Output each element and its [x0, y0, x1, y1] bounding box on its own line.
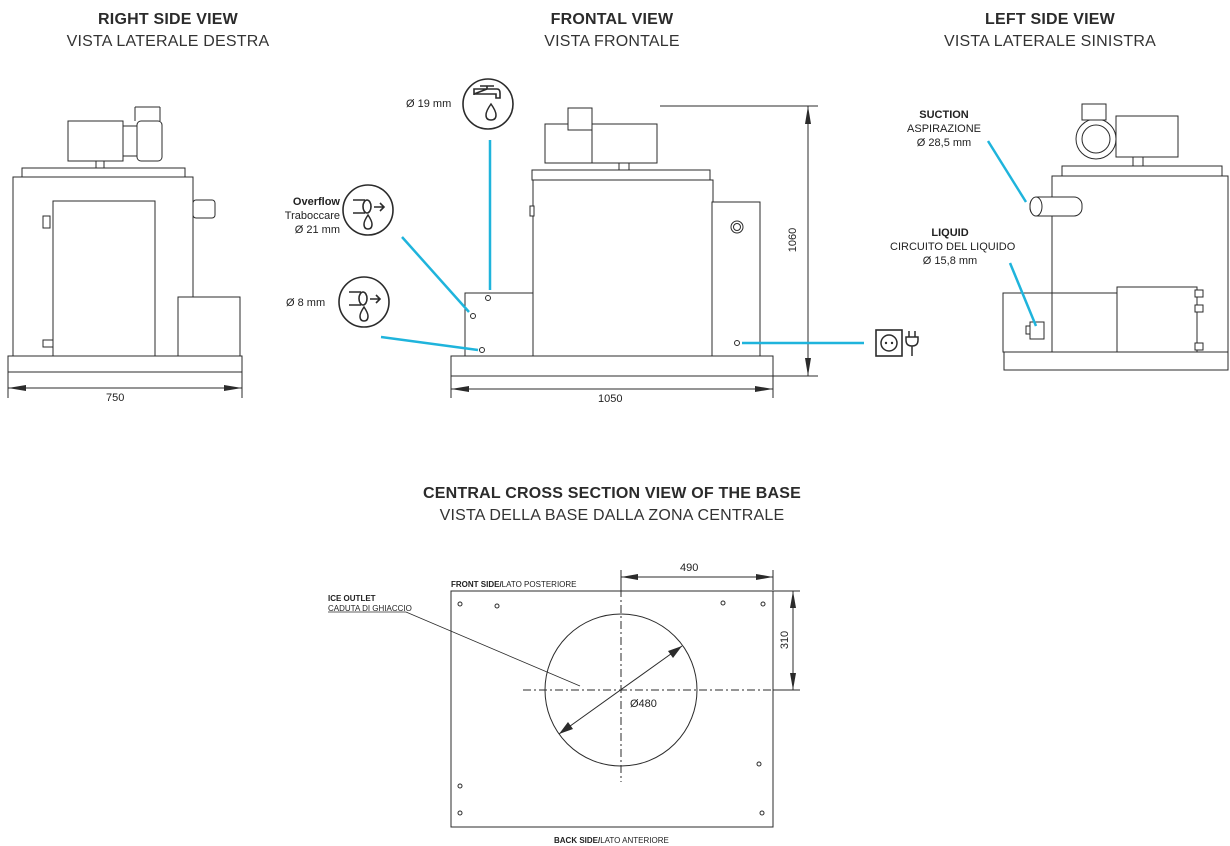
front-side-bold: FRONT SIDE/ — [451, 580, 502, 589]
base-dim-vertical: 310 — [779, 630, 792, 650]
left-view-title: LEFT SIDE VIEW — [985, 11, 1115, 28]
suction-title: SUCTION — [919, 109, 969, 121]
base-diameter: Ø480 — [630, 698, 657, 710]
base-view-title: CENTRAL CROSS SECTION VIEW OF THE BASE — [423, 485, 801, 502]
base-dim-horizontal: 490 — [680, 562, 699, 574]
ice-outlet-label: ICE OUTLET CADUTA DI GHIACCIO — [328, 594, 412, 614]
frontal-view-drawing — [380, 105, 864, 398]
front-side-text: LATO POSTERIORE — [501, 580, 577, 589]
front-view-height-dim: 1060 — [787, 227, 800, 253]
front-side-label: FRONT SIDE/LATO POSTERIORE — [451, 580, 577, 589]
liquid-title: LIQUID — [931, 227, 969, 239]
left-side-view-drawing — [986, 103, 1229, 371]
liquid-label: LIQUID CIRCUITO DEL LIQUIDO Ø 15,8 mm — [890, 226, 1015, 268]
suction-label: SUCTION ASPIRAZIONE Ø 28,5 mm — [896, 108, 992, 150]
suction-subtitle: ASPIRAZIONE — [907, 123, 981, 135]
drain-label: Ø 8 mm — [286, 297, 326, 309]
liquid-subtitle: CIRCUITO DEL LIQUIDO — [890, 241, 1016, 253]
right-view-width-dim: 750 — [106, 392, 125, 404]
left-view-subtitle: VISTA LATERALE SINISTRA — [943, 33, 1157, 50]
overflow-size: Ø 21 mm — [294, 224, 340, 236]
right-view-title: RIGHT SIDE VIEW — [98, 11, 238, 28]
base-view-subtitle: VISTA DELLA BASE DALLA ZONA CENTRALE — [439, 507, 785, 524]
power-socket-icon — [875, 329, 919, 357]
front-view-subtitle: VISTA FRONTALE — [544, 33, 680, 50]
suction-size: Ø 28,5 mm — [916, 137, 972, 149]
liquid-size: Ø 15,8 mm — [922, 255, 978, 267]
right-side-view-drawing — [7, 106, 243, 398]
overflow-subtitle: Traboccare — [284, 210, 340, 222]
back-side-text: LATO ANTERIORE — [600, 836, 669, 845]
water-inlet-label: Ø 19 mm — [406, 98, 452, 110]
ice-outlet-subtitle: CADUTA DI GHIACCIO — [328, 604, 412, 613]
overflow-label: Overflow Traboccare Ø 21 mm — [262, 195, 340, 237]
overflow-title: Overflow — [292, 196, 340, 208]
front-view-title: FRONTAL VIEW — [550, 11, 674, 28]
ice-outlet-title: ICE OUTLET — [328, 594, 376, 603]
base-section-drawing — [328, 570, 800, 828]
overflow-pipe-icon — [342, 184, 394, 236]
back-side-bold: BACK SIDE/ — [554, 836, 601, 845]
water-tap-icon — [462, 78, 514, 130]
front-view-width-dim: 1050 — [598, 393, 623, 405]
right-view-subtitle: VISTA LATERALE DESTRA — [66, 33, 270, 50]
back-side-label: BACK SIDE/LATO ANTERIORE — [554, 836, 669, 845]
drain-pipe-icon — [338, 276, 390, 328]
